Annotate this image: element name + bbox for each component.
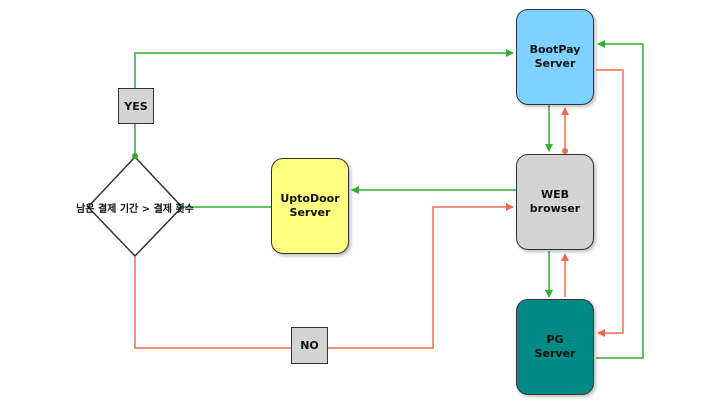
- uptodoor-server-node: UptoDoor Server: [271, 158, 349, 254]
- pg-server-node: PG Server: [516, 299, 594, 395]
- bootpay-server-node: BootPay Server: [516, 9, 594, 105]
- edge-pg-to-bootpay: [596, 40, 644, 359]
- edge-yes-to-bootpay: [134, 49, 514, 157]
- edge-bootpay-to-pg: [596, 69, 624, 337]
- decision-label: 남은 결제 기간 > 결제 횟수: [76, 204, 194, 215]
- no-label: NO: [291, 327, 328, 364]
- edge-no-to-web: [134, 203, 514, 349]
- edge-web-to-bootpay-dot: [562, 148, 568, 154]
- yes-label: YES: [118, 88, 154, 124]
- edge-yes-start-dot: [132, 153, 138, 159]
- web-browser-node: WEB browser: [516, 154, 594, 250]
